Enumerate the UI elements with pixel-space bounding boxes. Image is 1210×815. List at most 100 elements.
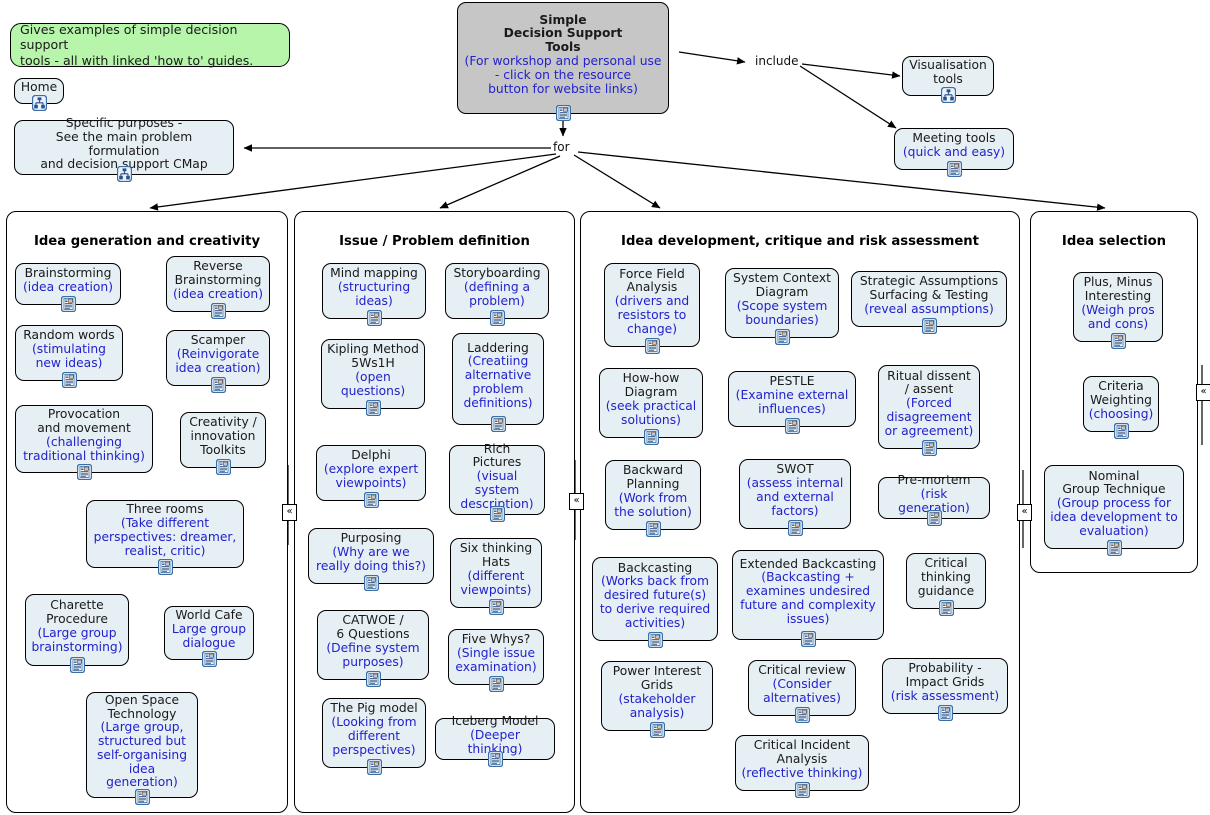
resource-icon[interactable] [649, 722, 665, 738]
node-sublabel: (drivers and resistors to change) [614, 294, 690, 336]
tool-node[interactable]: Power Interest Grids (stakeholder analys… [601, 661, 713, 738]
tool-node[interactable]: Extended Backcasting (Backcasting + exam… [732, 550, 884, 647]
tool-node[interactable]: Iceberg Model (Deeper thinking) [435, 715, 555, 767]
resource-icon[interactable] [1106, 540, 1122, 556]
cmap-icon[interactable] [31, 95, 47, 111]
tool-node[interactable]: Scamper (Reinvigorate idea creation) [166, 330, 270, 393]
tool-node[interactable]: Charette Procedure (Large group brainsto… [25, 594, 129, 673]
tool-node[interactable]: Storyboarding (defining a problem) [445, 263, 549, 326]
tool-node[interactable]: Purposing (Why are we really doing this?… [308, 528, 434, 591]
root-title: Simple Decision Support Tools [503, 12, 623, 55]
resource-icon[interactable] [1110, 333, 1126, 349]
tool-node[interactable]: Mind mapping (structuring ideas) [322, 263, 426, 326]
resource-icon[interactable] [794, 707, 810, 723]
tool-node[interactable]: Creativity / innovation Toolkits [180, 412, 266, 475]
resource-icon[interactable] [487, 751, 503, 767]
tool-node[interactable]: Backcasting (Works back from desired fut… [592, 557, 718, 648]
resource-icon[interactable] [938, 600, 954, 616]
resource-icon[interactable] [794, 782, 810, 798]
tool-node[interactable]: World Cafe Large group dialogue [164, 606, 254, 667]
resource-icon[interactable] [921, 440, 937, 456]
resource-icon[interactable] [363, 575, 379, 591]
resource-icon[interactable] [647, 632, 663, 648]
tool-node[interactable]: Delphi (explore expert viewpoints) [316, 445, 426, 508]
resource-icon[interactable] [489, 506, 505, 522]
resource-icon[interactable] [366, 759, 382, 775]
resource-icon[interactable] [61, 372, 77, 388]
tool-node[interactable]: Three rooms (Take different perspectives… [86, 500, 244, 575]
tool-node[interactable]: The Pig model (Looking from different pe… [322, 698, 426, 775]
tool-node[interactable]: How-how Diagram (seek practical solution… [599, 368, 703, 445]
resource-icon[interactable] [787, 520, 803, 536]
tool-node[interactable]: Reverse Brainstorming (idea creation) [166, 256, 270, 319]
tool-node[interactable]: Pre-mortem (risk generation) [878, 474, 990, 526]
tool-node[interactable]: Critical thinking guidance [906, 553, 986, 616]
tool-node[interactable]: Probability - Impact Grids (risk assessm… [882, 658, 1008, 721]
resource-icon[interactable] [76, 464, 92, 480]
tool-node[interactable]: Force Field Analysis (drivers and resist… [604, 263, 700, 354]
tool-node[interactable]: CATWOE / 6 Questions (Define system purp… [317, 610, 429, 687]
specific-purposes-node[interactable]: Specific purposes - See the main problem… [14, 116, 234, 182]
home-node[interactable]: Home [14, 78, 64, 111]
tool-node[interactable]: Plus, Minus Interesting (Weigh pros and … [1073, 272, 1163, 349]
tool-node[interactable]: Rich Pictures (visual system description… [449, 442, 545, 522]
tool-node[interactable]: Strategic Assumptions Surfacing & Testin… [851, 271, 1007, 334]
node-sublabel: Large group dialogue [171, 622, 247, 650]
resource-icon[interactable] [365, 400, 381, 416]
tool-node[interactable]: Kipling Method 5Ws1H (open questions) [321, 339, 425, 416]
tool-node[interactable]: Random words (stimulating new ideas) [15, 325, 123, 388]
resource-icon[interactable] [210, 303, 226, 319]
resource-icon[interactable] [60, 296, 76, 312]
resource-icon[interactable] [157, 559, 173, 575]
resource-icon[interactable] [784, 418, 800, 434]
tool-node[interactable]: PESTLE (Examine external influences) [728, 371, 856, 434]
resource-icon[interactable] [215, 459, 231, 475]
scroll-marker[interactable]: « [569, 493, 584, 510]
resource-icon[interactable] [921, 318, 937, 334]
cmap-icon[interactable] [940, 87, 956, 103]
resource-icon[interactable] [365, 671, 381, 687]
resource-icon[interactable] [937, 705, 953, 721]
root-node[interactable]: Simple Decision Support Tools (For works… [457, 2, 669, 121]
resource-icon[interactable] [643, 429, 659, 445]
resource-icon[interactable] [488, 599, 504, 615]
tool-node[interactable]: Criteria Weighting (choosing) [1083, 376, 1159, 439]
resource-icon[interactable] [489, 310, 505, 326]
resource-icon[interactable] [926, 510, 942, 526]
scroll-marker[interactable]: « [1017, 504, 1032, 521]
scroll-marker[interactable]: « [1196, 384, 1210, 401]
tool-node[interactable]: Open Space Technology (Large group, stru… [86, 692, 198, 805]
tool-node[interactable]: Five Whys? (Single issue examination) [448, 629, 544, 692]
resource-icon[interactable] [946, 161, 962, 177]
resource-icon[interactable] [490, 416, 506, 432]
meeting-tools-node[interactable]: Meeting tools (quick and easy) [894, 128, 1014, 177]
visualisation-tools-node[interactable]: Visualisation tools [902, 56, 994, 103]
tool-node[interactable]: Ritual dissent / assent (Forced disagree… [878, 365, 980, 456]
cmap-icon[interactable] [116, 166, 132, 182]
resource-icon[interactable] [644, 338, 660, 354]
resource-icon[interactable] [201, 651, 217, 667]
resource-icon[interactable] [1113, 423, 1129, 439]
resource-icon[interactable] [774, 329, 790, 345]
resource-icon[interactable] [366, 310, 382, 326]
resource-icon[interactable] [555, 105, 571, 121]
tool-node[interactable]: Nominal Group Technique (Group process f… [1044, 465, 1184, 556]
tool-node[interactable]: Laddering (Creatiing alternative problem… [452, 333, 544, 432]
resource-icon[interactable] [210, 377, 226, 393]
tool-node[interactable]: Backward Planning (Work from the solutio… [605, 460, 701, 537]
tool-node[interactable]: Brainstorming (idea creation) [15, 263, 121, 312]
resource-icon[interactable] [363, 492, 379, 508]
tool-node[interactable]: Six thinking Hats (different viewpoints) [450, 538, 542, 615]
tool-node[interactable]: Provocation and movement (challenging tr… [15, 405, 153, 480]
resource-icon[interactable] [69, 657, 85, 673]
resource-icon[interactable] [800, 631, 816, 647]
tool-node[interactable]: Critical Incident Analysis (reflective t… [735, 735, 869, 798]
resource-icon[interactable] [134, 789, 150, 805]
resource-icon[interactable] [488, 676, 504, 692]
node-sublabel: (risk generation) [898, 487, 970, 515]
tool-node[interactable]: SWOT (assess internal and external facto… [739, 459, 851, 536]
resource-icon[interactable] [645, 521, 661, 537]
scroll-marker[interactable]: « [282, 504, 297, 521]
tool-node[interactable]: System Context Diagram (Scope system bou… [725, 268, 839, 345]
tool-node[interactable]: Critical review (Consider alternatives) [748, 660, 856, 723]
